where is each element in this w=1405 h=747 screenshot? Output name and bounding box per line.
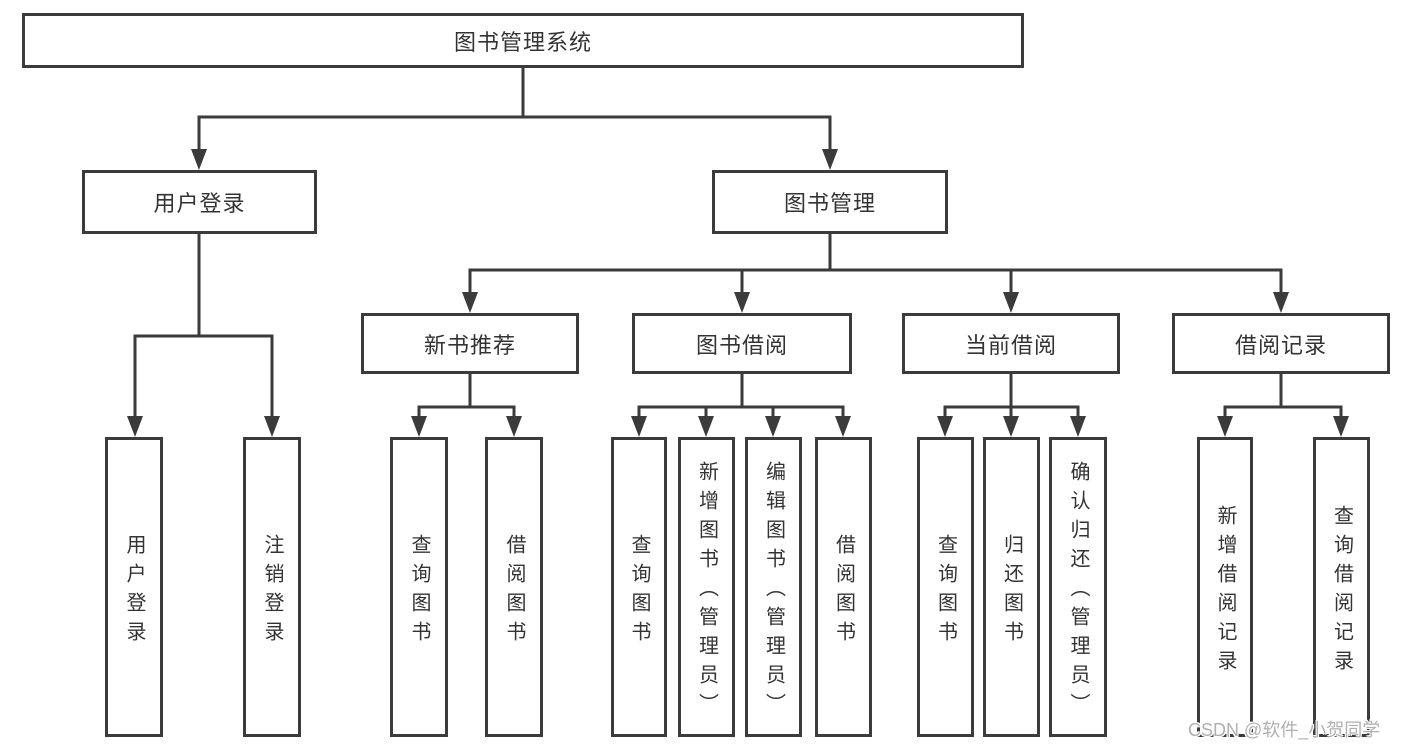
leaf-borrow-add: 新增图书（管理员） <box>678 437 735 737</box>
node-root: 图书管理系统 <box>22 13 1024 68</box>
node-borrow-records: 借阅记录 <box>1172 313 1390 374</box>
node-user-login-label: 用户登录 <box>153 191 246 216</box>
leaf-current-confirm-label: 确认归还（管理员） <box>1067 461 1089 722</box>
leaf-current-confirm: 确认归还（管理员） <box>1049 437 1107 737</box>
leaf-newbook-query-label: 查询图书 <box>408 533 430 650</box>
leaf-current-return-label: 归还图书 <box>1000 533 1023 650</box>
node-root-label: 图书管理系统 <box>453 29 592 55</box>
connector-user-login <box>127 234 280 437</box>
leaf-current-return: 归还图书 <box>983 437 1040 737</box>
leaf-borrow-borrow: 借阅图书 <box>815 437 872 737</box>
leaf-records-add: 新增借阅记录 <box>1197 437 1253 737</box>
leaf-borrow-query: 查询图书 <box>611 437 667 737</box>
leaf-user-login-label: 用户登录 <box>123 533 145 650</box>
leaf-borrow-edit: 编辑图书（管理员） <box>745 437 802 737</box>
connector-current-borrow <box>937 374 1086 437</box>
leaf-current-query: 查询图书 <box>917 437 974 737</box>
connector-book-management <box>462 234 1289 313</box>
watermark: CSDN @软件_小贺同学 <box>1188 720 1381 740</box>
leaf-newbook-borrow-label: 借阅图书 <box>503 533 525 650</box>
node-current-borrow: 当前借阅 <box>902 313 1120 374</box>
leaf-newbook-borrow: 借阅图书 <box>485 437 543 737</box>
node-new-book-recommend: 新书推荐 <box>361 313 579 374</box>
leaf-current-query-label: 查询图书 <box>934 533 957 650</box>
node-book-borrow-label: 图书借阅 <box>695 332 788 358</box>
connector-new-book-recommend <box>411 374 522 437</box>
node-book-management-label: 图书管理 <box>783 191 876 216</box>
leaf-newbook-query: 查询图书 <box>390 437 448 737</box>
leaf-borrow-edit-label: 编辑图书（管理员） <box>762 461 785 722</box>
node-user-login: 用户登录 <box>82 170 317 234</box>
connector-borrow-records <box>1217 374 1349 437</box>
connector-root <box>191 68 838 170</box>
node-borrow-records-label: 借阅记录 <box>1234 332 1327 358</box>
leaf-borrow-query-label: 查询图书 <box>628 533 650 650</box>
leaf-records-add-label: 新增借阅记录 <box>1214 504 1236 679</box>
leaf-logout-label: 注销登录 <box>261 533 283 650</box>
leaf-borrow-add-label: 新增图书（管理员） <box>695 461 718 722</box>
node-book-borrow: 图书借阅 <box>632 313 852 374</box>
node-current-borrow-label: 当前借阅 <box>964 332 1057 358</box>
node-new-book-recommend-label: 新书推荐 <box>423 332 516 358</box>
leaf-records-query-label: 查询借阅记录 <box>1330 504 1353 679</box>
leaf-records-query: 查询借阅记录 <box>1313 437 1370 737</box>
connector-book-borrow <box>631 374 851 437</box>
leaf-user-login: 用户登录 <box>105 437 163 737</box>
leaf-borrow-borrow-label: 借阅图书 <box>832 533 855 650</box>
leaf-logout: 注销登录 <box>243 437 301 737</box>
node-book-management: 图书管理 <box>712 170 948 234</box>
